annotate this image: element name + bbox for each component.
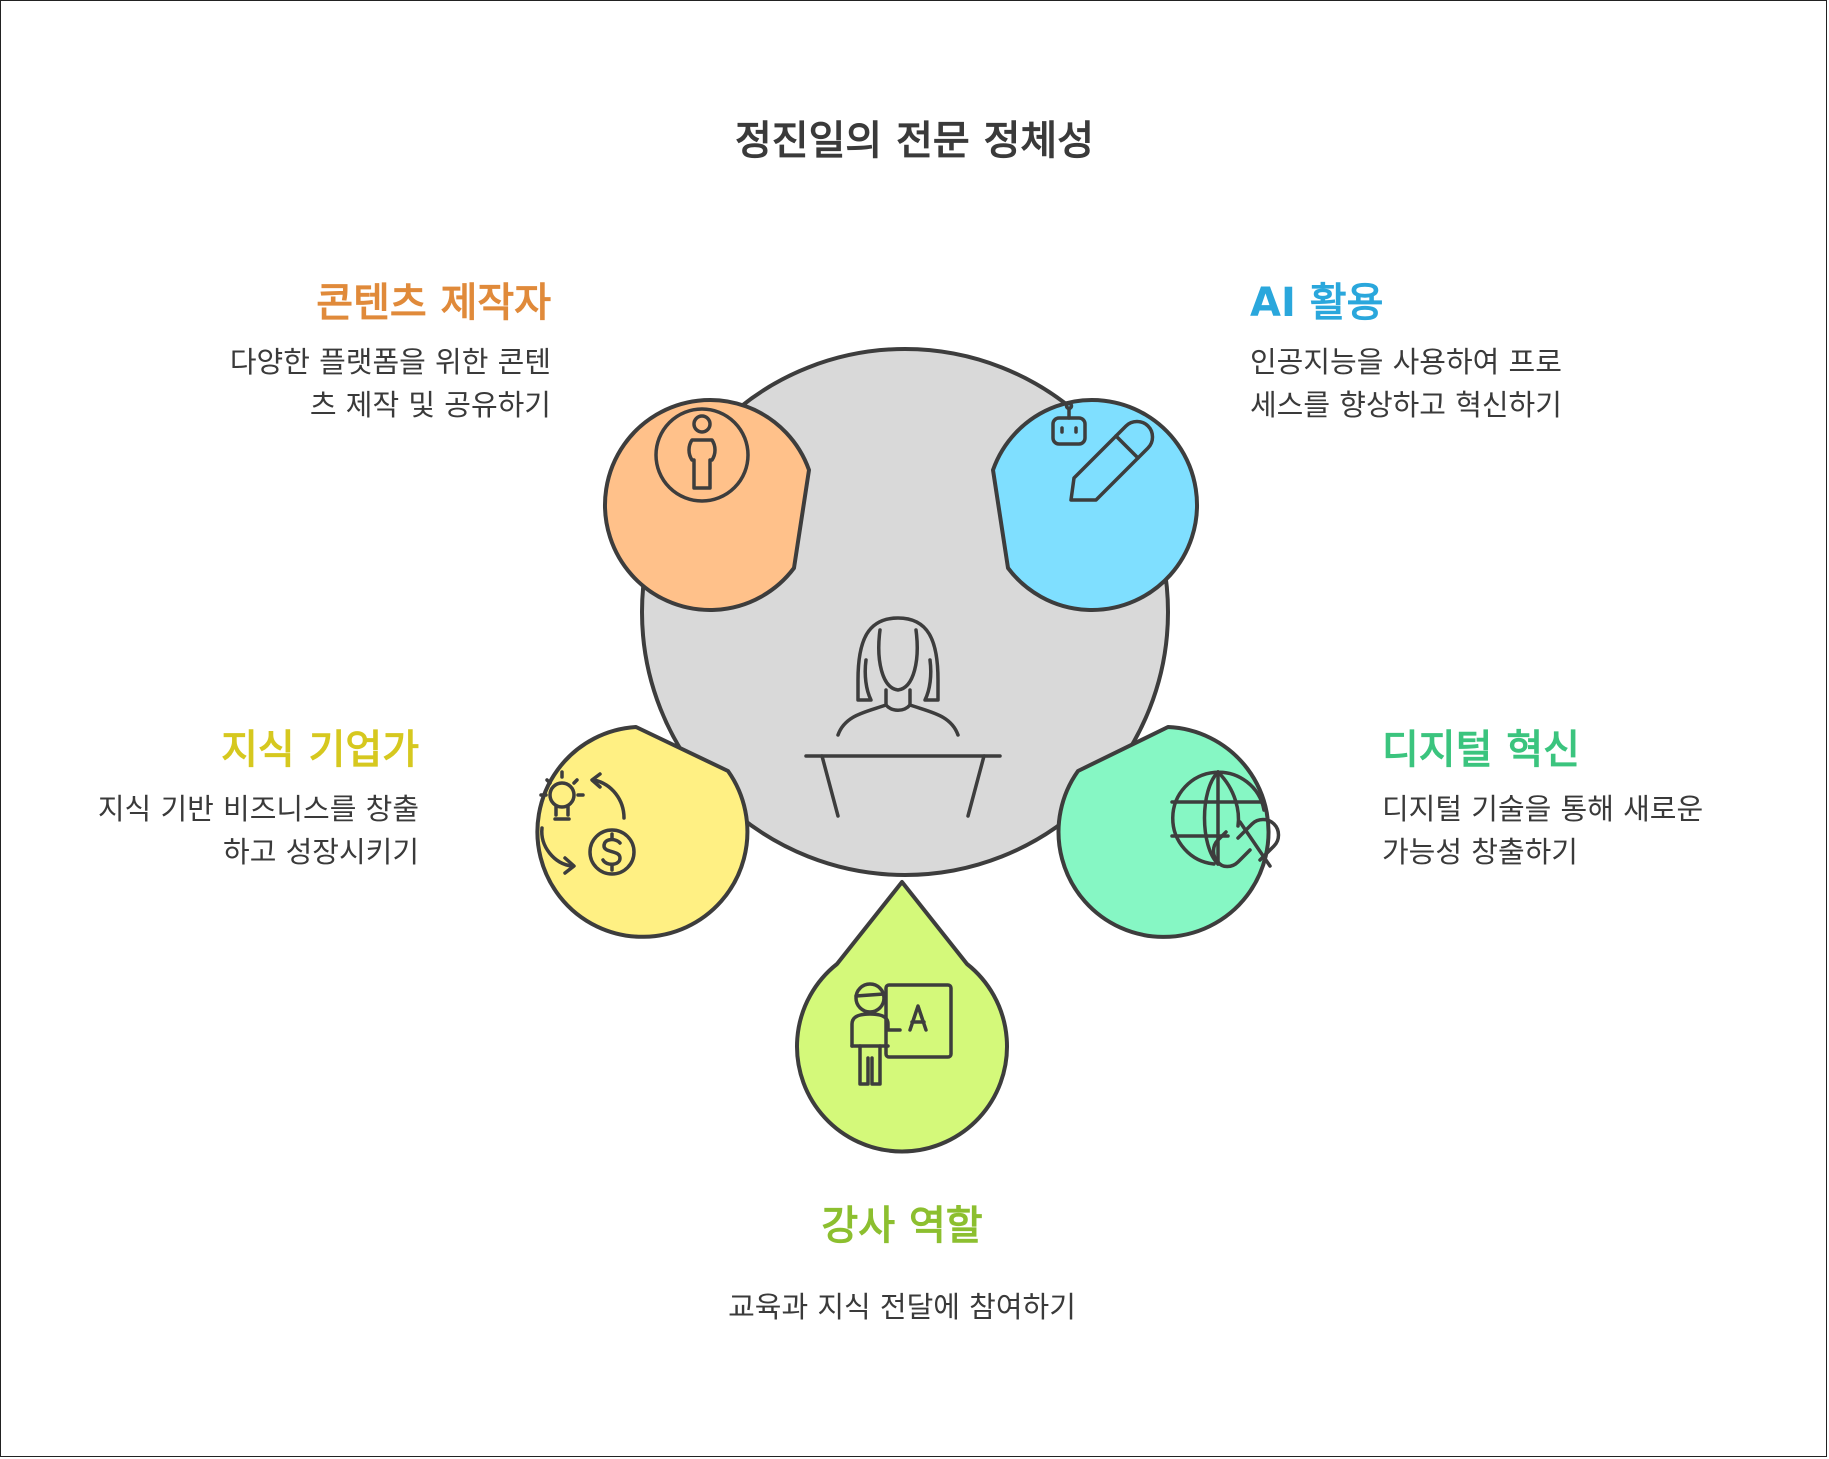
idea-money-cycle-icon [539,770,636,876]
ai-heading: AI 활용 [1250,280,1384,326]
teacher-whiteboard-icon [850,982,953,1086]
presenter-at-podium-icon [804,616,1002,818]
digital-innovation-heading: 디지털 혁신 [1382,727,1580,773]
digital-innovation-drop [1056,725,1271,939]
lecturer-description: 교육과 지식 전달에 참여하기 [728,1290,1076,1324]
lecturer-drop [795,880,1009,1154]
knowledge-entrepreneur-drop [535,725,750,939]
lecturer-heading: 강사 역할 [821,1203,983,1249]
digital-innovation-description: 디지털 기술을 통해 새로운 가능성 창출하기 [1382,792,1704,869]
knowledge-entrepreneur-heading: 지식 기업가 [221,727,419,773]
globe-link-broken-icon [1170,770,1281,869]
robot-pencil-icon [1051,401,1155,502]
person-in-circle-icon [654,407,750,503]
content-creator-heading: 콘텐츠 제작자 [316,280,551,326]
ai-description: 인공지능을 사용하여 프로 세스를 향상하고 혁신하기 [1250,345,1562,422]
diagram-title: 정진일의 전문 정체성 [734,118,1095,164]
content-creator-description: 다양한 플랫폼을 위한 콘텐 츠 제작 및 공유하기 [229,345,551,422]
ai-drop [991,398,1199,612]
knowledge-entrepreneur-description: 지식 기반 비즈니스를 창출 하고 성장시키기 [97,792,419,869]
